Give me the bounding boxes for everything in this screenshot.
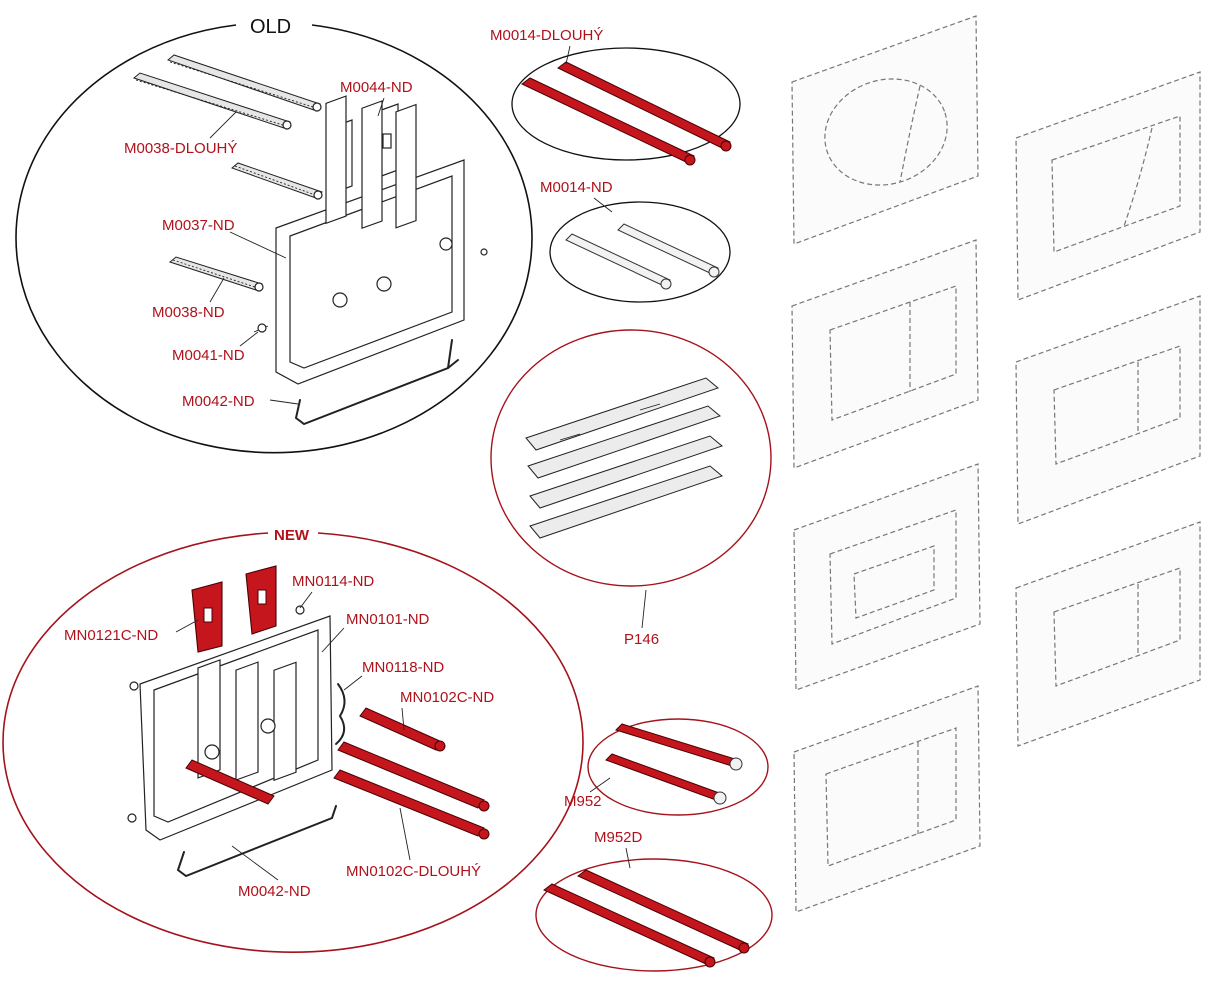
spring-long-rod-pair bbox=[132, 54, 322, 130]
flush-plates bbox=[791, 15, 1201, 913]
flush-plate-dual-horizontal bbox=[1015, 521, 1201, 747]
new-parts-group: NEW bbox=[2, 527, 584, 953]
new-group-ellipse bbox=[2, 532, 584, 953]
mounting-frame-old bbox=[275, 95, 488, 385]
rod-group-m952: M952 bbox=[564, 718, 769, 816]
label-m0037: M0037-ND bbox=[162, 217, 235, 234]
old-group-title: OLD bbox=[250, 16, 291, 38]
flush-plate-rect-curve bbox=[1015, 71, 1201, 301]
spring-clip-mn0118 bbox=[335, 683, 346, 745]
label-mn0102c-long: MN0102C-DLOUHÝ bbox=[346, 863, 481, 880]
flush-plate-oval bbox=[791, 15, 979, 245]
rod-ellipse-m0014-long bbox=[511, 47, 741, 161]
flush-plate-dual-square bbox=[793, 685, 981, 913]
label-m0044: M0044-ND bbox=[340, 79, 413, 96]
wire-bracket-old bbox=[294, 339, 459, 426]
flush-plate-square-split bbox=[791, 239, 979, 469]
rod-red-long-b bbox=[333, 769, 485, 837]
flush-plate-single bbox=[793, 463, 981, 691]
card-group-p146: P146 bbox=[490, 329, 772, 648]
new-group-title: NEW bbox=[274, 527, 310, 544]
label-m0038-long: M0038-DLOUHÝ bbox=[124, 140, 237, 157]
label-m0038: M0038-ND bbox=[152, 304, 225, 321]
rod-ellipse-m952d bbox=[535, 858, 773, 972]
old-parts-group: OLD bbox=[15, 16, 533, 454]
rod-group-m952d: M952D bbox=[535, 829, 773, 972]
spring-short-rod bbox=[168, 256, 264, 292]
label-m0014: M0014-ND bbox=[540, 179, 613, 196]
wire-bracket-new bbox=[176, 805, 337, 878]
label-mn0114: MN0114-ND bbox=[292, 573, 374, 590]
rod-group-m0014: M0014-ND bbox=[540, 179, 731, 303]
rod-red-short-new bbox=[185, 759, 275, 805]
label-mn0118: MN0118-ND bbox=[362, 659, 444, 676]
label-m0041: M0041-ND bbox=[172, 347, 245, 364]
label-p146: P146 bbox=[624, 631, 659, 648]
label-mn0101: MN0101-ND bbox=[346, 611, 430, 628]
card-ellipse-p146 bbox=[490, 329, 772, 587]
label-mn0102c: MN0102C-ND bbox=[400, 689, 494, 706]
flush-plate-wide-split bbox=[1015, 295, 1201, 525]
label-m0042-new: M0042-ND bbox=[238, 883, 311, 900]
rod-ellipse-m0014 bbox=[549, 201, 731, 303]
rod-group-m0014-long: M0014-DLOUHÝ bbox=[490, 27, 741, 166]
label-m0042-old: M0042-ND bbox=[182, 393, 255, 410]
spring-medium-rod bbox=[231, 162, 323, 200]
label-mn0121c: MN0121C-ND bbox=[64, 627, 158, 644]
rod-red-mn0102c bbox=[359, 707, 443, 751]
clip-pair-new bbox=[191, 565, 277, 653]
screw-old bbox=[253, 323, 269, 333]
rod-ellipse-m952 bbox=[587, 718, 769, 816]
old-group-ellipse bbox=[15, 24, 533, 454]
rod-red-long-a bbox=[337, 741, 485, 809]
label-m952d: M952D bbox=[594, 829, 643, 846]
mounting-frame-new bbox=[127, 605, 333, 841]
label-m0014-long: M0014-DLOUHÝ bbox=[490, 27, 603, 44]
